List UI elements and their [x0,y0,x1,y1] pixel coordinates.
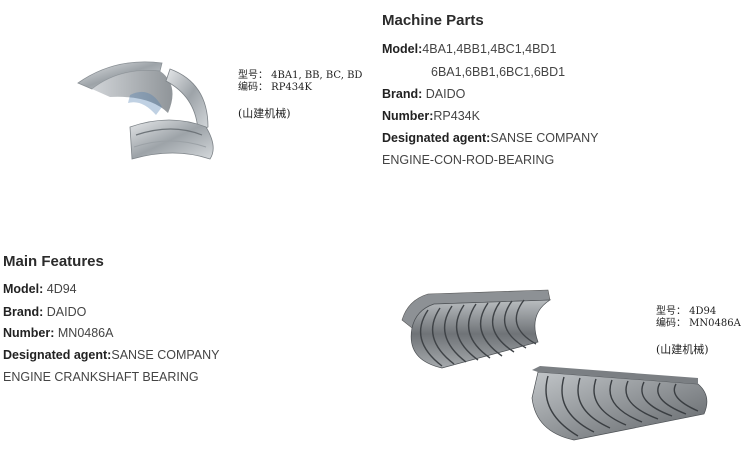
product2-agent-row: Designated agent:SANSE COMPANY [3,348,219,362]
product1-brand-row: Brand: DAIDO [382,87,465,101]
image-caption-model: 型号： 4D94 [656,306,717,317]
model-value: 4D94 [43,282,77,296]
image-caption-code: 编码： MN0486A [656,318,741,329]
model-value: 4BA1,4BB1,4BC1,4BD1 [422,42,557,56]
image-caption-model: 型号： 4BA1, BB, BC, BD [238,70,363,81]
product2-brand-row: Brand: DAIDO [3,305,86,319]
con-rod-bearing-image [77,61,214,160]
product1-model-row: Model:4BA1,4BB1,4BC1,4BD1 [382,42,556,56]
agent-value: SANSE COMPANY [490,131,599,145]
agent-label: Designated agent: [3,348,112,362]
product1-agent-row: Designated agent:SANSE COMPANY [382,131,598,145]
product2-heading: Main Features [3,253,104,270]
product2-model-row: Model: 4D94 [3,282,77,296]
image-caption-company: (山建机械) [656,343,709,356]
model-label: Model: [382,42,423,56]
product2-description: ENGINE CRANKSHAFT BEARING [3,370,199,384]
brand-value: DAIDO [43,305,87,319]
number-label: Number: [3,326,55,340]
product2-number-row: Number: MN0486A [3,326,113,340]
crankshaft-bearing-image [401,289,708,441]
agent-label: Designated agent: [382,131,491,145]
model-label: Model: [3,282,44,296]
number-label: Number: [382,109,434,123]
number-value: RP434K [433,109,480,123]
brand-value: DAIDO [422,87,466,101]
number-value: MN0486A [54,326,114,340]
brand-label: Brand: [3,305,44,319]
image-caption-code: 编码： RP434K [238,82,312,93]
product1-heading: Machine Parts [382,12,484,29]
product1-model-line2: 6BA1,6BB1,6BC1,6BD1 [431,65,566,79]
product1-description: ENGINE-CON-ROD-BEARING [382,153,555,167]
agent-value: SANSE COMPANY [111,348,220,362]
image-caption-company: (山建机械) [238,107,291,120]
brand-label: Brand: [382,87,423,101]
product1-number-row: Number:RP434K [382,109,480,123]
